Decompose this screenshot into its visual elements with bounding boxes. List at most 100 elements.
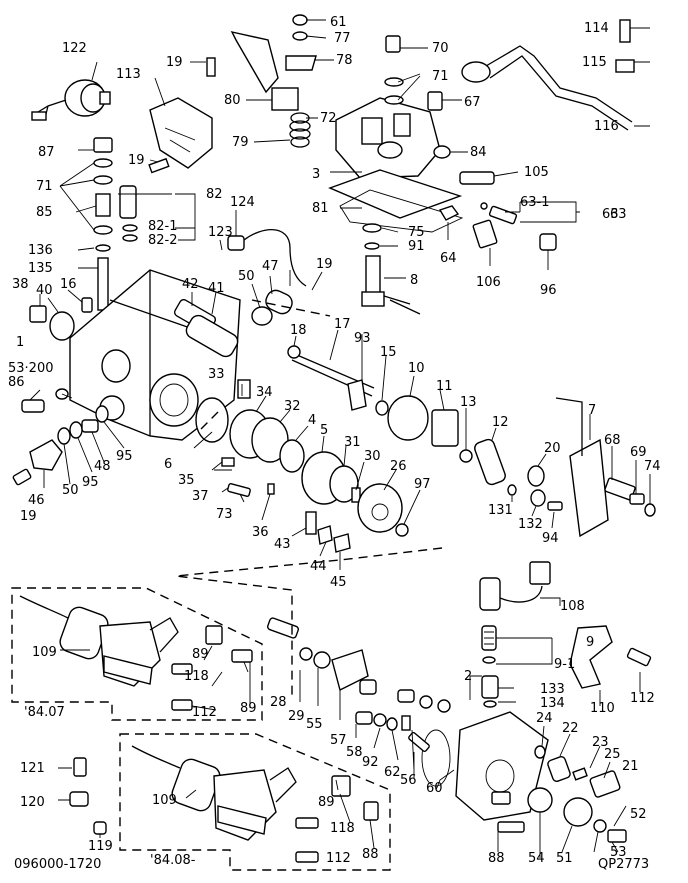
part-label-p114: 114 [584, 21, 609, 36]
part-label-p116: 116 [594, 119, 619, 134]
part-label-p45: 45 [330, 575, 347, 590]
part-label-p47: 47 [262, 259, 279, 274]
part-label-p44: 44 [310, 559, 327, 574]
part-67-shape [427, 91, 443, 111]
part-label-p63a: 63 [610, 207, 627, 222]
washer-29-shape [313, 651, 331, 669]
part-label-p1: 1 [16, 335, 24, 350]
part-4-shape [279, 439, 305, 473]
part-11-shape [431, 409, 459, 447]
ring-32-shape [251, 417, 289, 463]
bolt-19-top-shape [206, 57, 216, 77]
stack-87-85-shape [93, 137, 113, 311]
ring-75-shape [362, 223, 382, 233]
key-16-shape [81, 297, 93, 313]
part-35-shape [221, 457, 235, 467]
part-label-p78: 78 [336, 53, 353, 68]
part-label-p10: 10 [408, 361, 425, 376]
part-label-p18: 18 [290, 323, 307, 338]
part-label-p51: 51 [556, 851, 573, 866]
part-label-p85: 85 [36, 205, 53, 220]
nut-64-shape [438, 205, 460, 221]
part-label-p106: 106 [476, 275, 501, 290]
figure-code: QP2773 [598, 857, 649, 872]
part-30-shape [351, 487, 361, 503]
ring-82-2-shape [122, 234, 138, 242]
part-label-p36: 36 [252, 525, 269, 540]
part-label-p48: 48 [94, 459, 111, 474]
part-74-shape [644, 503, 656, 517]
cover-46-shape [29, 439, 63, 471]
part-label-p56: 56 [400, 773, 417, 788]
part-label-p5: 5 [320, 423, 328, 438]
part-label-p13: 13 [460, 395, 477, 410]
part-label-p4: 4 [308, 413, 316, 428]
plate-55-shape [331, 649, 369, 692]
part-label-p134: 134 [540, 696, 565, 711]
part-label-p112b: 112 [192, 705, 217, 720]
part-drawings [12, 14, 656, 863]
part-label-p19c: 19 [316, 257, 333, 272]
part-131-shape [507, 484, 517, 496]
part-label-p63_1: 63-1 [520, 195, 550, 210]
governor-cover-shape [230, 14, 463, 219]
part-label-p112a: 112 [630, 691, 655, 706]
part-label-p95b: 95 [116, 449, 133, 464]
part-label-p74: 74 [644, 459, 661, 474]
bracket-7-shape [569, 438, 609, 538]
bracket-113-shape [149, 97, 213, 169]
part-label-p93: 93 [354, 331, 371, 346]
variant-label-late: '84.08- [150, 853, 196, 868]
part-label-p67: 67 [464, 95, 481, 110]
part-label-p96: 96 [540, 283, 557, 298]
part-label-p89b: 89 [240, 701, 257, 716]
washer-71-a-shape [384, 77, 404, 87]
bolt-106-shape [472, 219, 498, 249]
part-63-shape [480, 202, 518, 225]
part-label-p123: 123 [208, 225, 233, 240]
part-label-p58: 58 [346, 745, 363, 760]
part-label-p62: 62 [384, 765, 401, 780]
valve-9-shape [481, 625, 497, 664]
part-label-p53_200: 53·200 [8, 361, 54, 376]
part-label-p19b: 19 [128, 153, 145, 168]
part-label-p50b: 50 [62, 483, 79, 498]
part-label-p112c: 112 [326, 851, 351, 866]
part-label-p120: 120 [20, 795, 45, 810]
part-label-p118a: 118 [184, 669, 209, 684]
bolt-28-upper-shape [266, 617, 300, 639]
part-label-p55: 55 [306, 717, 323, 732]
ring-95-b-shape [95, 405, 109, 423]
part-label-p122: 122 [62, 41, 87, 56]
nut-38-shape [29, 305, 47, 323]
bushing-41-shape [185, 314, 239, 358]
actuator-122-shape [31, 79, 111, 121]
bolt-70-shape [385, 35, 401, 53]
spring-upper-shape [397, 689, 415, 703]
part-69-shape [629, 493, 645, 505]
washer-upper-b-shape [437, 699, 451, 713]
spring-48-shape [81, 419, 99, 433]
bolt-88-low-shape [497, 821, 525, 833]
part-119-shape [93, 821, 107, 835]
part-label-p132: 132 [518, 517, 543, 532]
part-label-p135: 135 [28, 261, 53, 276]
part-97-shape [395, 523, 409, 537]
part-labels: 12211319198771858282-182-213613561777880… [8, 15, 661, 866]
plate-26-hole [371, 503, 389, 521]
part-label-p97: 97 [414, 477, 431, 492]
part-label-p28: 28 [270, 695, 287, 710]
part-label-p136: 136 [28, 243, 53, 258]
part-label-p61: 61 [330, 15, 347, 30]
part-label-p89a: 89 [192, 647, 209, 662]
part-label-p21: 21 [622, 759, 639, 774]
bolt-86-shape [21, 399, 45, 413]
part-label-p82_1: 82-1 [148, 219, 178, 234]
bracket-7-leader [555, 397, 583, 456]
part-44-shape [317, 525, 333, 545]
part-33-shape [237, 379, 251, 399]
part-label-p16: 16 [60, 277, 77, 292]
link-110-shape [569, 625, 613, 689]
gasket-50-shape [251, 306, 273, 326]
